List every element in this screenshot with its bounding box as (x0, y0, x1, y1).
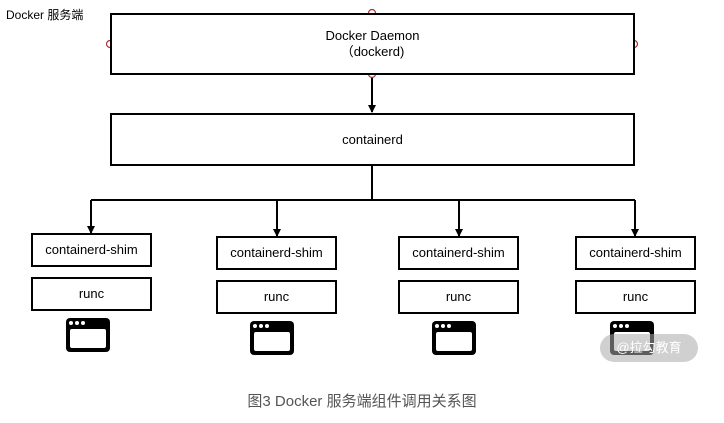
docker-server-label: Docker 服务端 (6, 8, 84, 22)
runc-label: runc (263, 289, 290, 304)
docker-daemon-box: Docker Daemon （dockerd) (110, 13, 635, 75)
containerd-label: containerd (342, 131, 403, 147)
containerd-shim-box: containerd-shim (398, 236, 519, 270)
runc-label: runc (78, 286, 105, 301)
container-window-icon (432, 321, 476, 355)
container-window-icon (250, 321, 294, 355)
runc-box: runc (575, 280, 696, 314)
runc-box: runc (31, 277, 152, 311)
containerd-shim-box: containerd-shim (31, 233, 152, 267)
runc-box: runc (398, 280, 519, 314)
containerd-shim-label: containerd-shim (45, 242, 138, 257)
containerd-shim-box: containerd-shim (575, 236, 696, 270)
watermark-badge: @拉勾教育 (600, 334, 698, 362)
docker-daemon-title: Docker Daemon (325, 28, 420, 43)
containerd-shim-label: containerd-shim (412, 245, 505, 260)
containerd-shim-label: containerd-shim (230, 245, 323, 260)
container-window-icon (66, 318, 110, 352)
containerd-shim-label: containerd-shim (589, 245, 682, 260)
containerd-box: containerd (110, 113, 635, 166)
docker-daemon-subtitle: （dockerd) (340, 44, 405, 59)
runc-box: runc (216, 280, 337, 314)
figure-caption: 图3 Docker 服务端组件调用关系图 (247, 393, 477, 410)
runc-label: runc (445, 289, 472, 304)
runc-label: runc (622, 289, 649, 304)
containerd-shim-box: containerd-shim (216, 236, 337, 270)
containerd-to-shims-connector (87, 165, 639, 237)
